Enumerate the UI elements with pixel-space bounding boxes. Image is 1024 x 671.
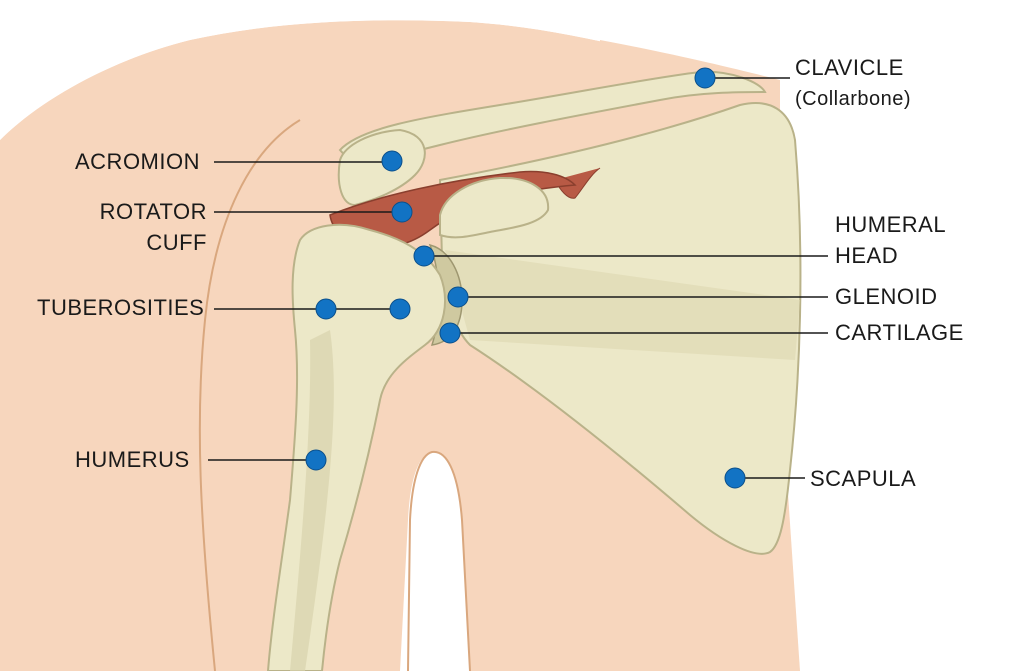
arm-outline bbox=[198, 119, 301, 671]
label-clavicle: CLAVICLE bbox=[795, 55, 904, 80]
label-glenoid: GLENOID bbox=[835, 284, 938, 309]
label-tuberosities: TUBEROSITIES bbox=[37, 295, 205, 320]
markers bbox=[305, 67, 746, 489]
label-rotator-line2: CUFF bbox=[146, 230, 207, 255]
marker-clavicle bbox=[694, 67, 716, 89]
marker-glenoid bbox=[447, 286, 469, 308]
marker-tuberosity-greater bbox=[315, 298, 337, 320]
marker-rotator-cuff bbox=[391, 201, 413, 223]
label-clavicle-sub: (Collarbone) bbox=[795, 88, 912, 110]
marker-tuberosity-lesser bbox=[389, 298, 411, 320]
label-cartilage: CARTILAGE bbox=[835, 320, 964, 345]
label-scapula: SCAPULA bbox=[810, 466, 917, 491]
arm-fill-white-left bbox=[0, 0, 1024, 140]
coracoid-process bbox=[439, 176, 550, 239]
marker-acromion bbox=[381, 150, 403, 172]
leader-lines bbox=[208, 77, 828, 479]
armpit-outline bbox=[407, 450, 471, 671]
label-rotator-line1: ROTATOR bbox=[99, 199, 207, 224]
marker-cartilage bbox=[439, 322, 461, 344]
torso-right-white bbox=[760, 80, 1024, 671]
marker-scapula bbox=[724, 467, 746, 489]
label-humeral-line2: HEAD bbox=[835, 243, 899, 268]
acromion-bone bbox=[337, 128, 426, 207]
label-humeral-line1: HUMERAL bbox=[835, 212, 947, 237]
scapula-spine-notch bbox=[554, 167, 601, 199]
clavicle-bone bbox=[338, 70, 767, 174]
marker-humerus bbox=[305, 449, 327, 471]
label-humerus: HUMERUS bbox=[75, 447, 190, 472]
marker-humeral-head bbox=[413, 245, 435, 267]
humerus-shadow bbox=[290, 330, 334, 671]
label-acromion: ACROMION bbox=[75, 149, 200, 174]
